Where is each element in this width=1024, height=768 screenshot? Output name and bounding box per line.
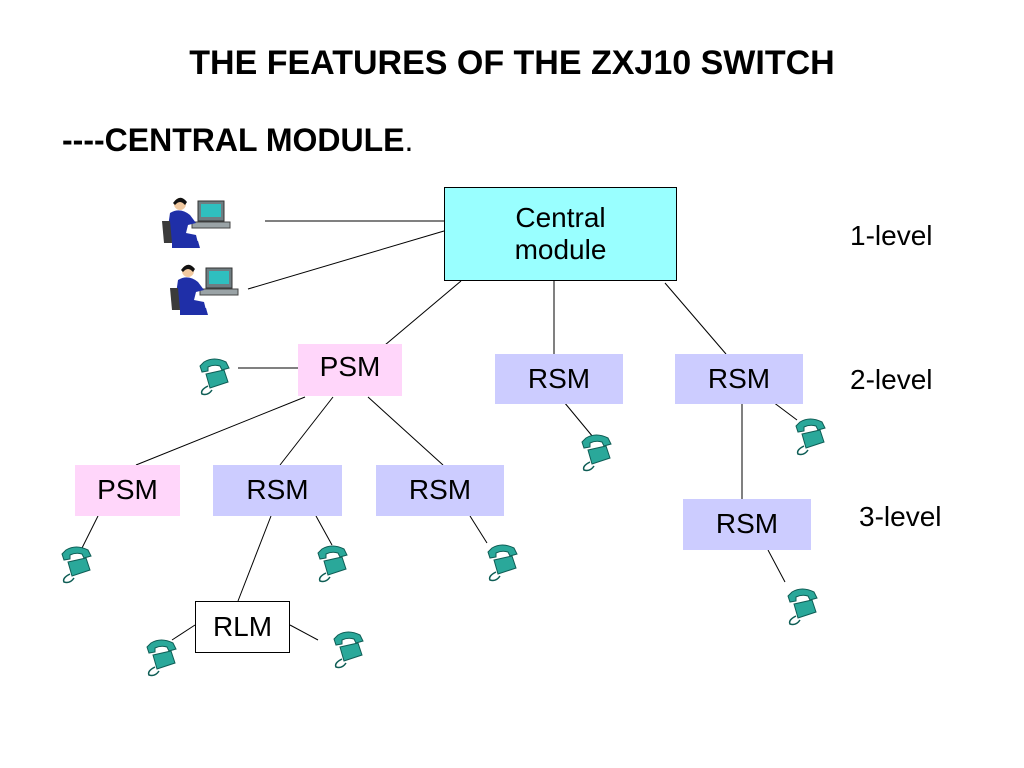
psm-level3-box: PSM <box>75 465 180 516</box>
rlm-box: RLM <box>195 601 290 653</box>
rsm-level3-a-label: RSM <box>246 474 309 506</box>
telephone-icon <box>795 418 826 456</box>
rsm-level2-middle-box: RSM <box>495 354 623 404</box>
telephone-icon <box>581 434 612 472</box>
line-rsm-mid-phone <box>563 401 594 438</box>
telephone-icon <box>333 631 364 669</box>
central-module-label-line2: module <box>514 234 607 265</box>
line-rlm-phone-left <box>171 624 196 641</box>
level-1-label: 1-level <box>850 220 933 251</box>
line-rsm3right-phone <box>767 549 786 583</box>
central-module-label-line1: Central <box>515 201 606 233</box>
line-psm3-phone <box>81 515 99 549</box>
rsm-level3-b-box: RSM <box>376 465 504 516</box>
line-central-rsm-right <box>664 282 727 355</box>
rlm-label: RLM <box>212 610 273 642</box>
subtitle-text: ----CENTRAL MODULE <box>62 122 405 158</box>
psm-level2-label: PSM <box>319 350 381 382</box>
operator-workstation-icon <box>162 197 231 248</box>
line-psm-rsm3b <box>367 396 444 466</box>
psm-level2-box: PSM <box>298 344 402 396</box>
line-rsm-right-phone <box>772 401 798 421</box>
telephone-icon <box>146 639 177 677</box>
line-operator2-central <box>247 230 445 290</box>
rsm-level2-right-label: RSM <box>707 362 771 394</box>
operator-workstation-icon <box>170 264 239 315</box>
line-rsm3b-phone <box>469 515 488 544</box>
slide-title: THE FEATURES OF THE ZXJ10 SWITCH <box>189 44 835 82</box>
psm-level3-label: PSM <box>97 474 158 506</box>
line-rsm3a-phone <box>315 515 333 546</box>
level-2-label: 2-level <box>850 364 933 395</box>
line-psm-psm3 <box>135 396 306 466</box>
line-rlm-phone-right <box>289 624 319 641</box>
telephone-icon <box>317 545 348 583</box>
central-module-box: Central module <box>444 187 677 281</box>
rsm-level3-b-label: RSM <box>408 474 472 506</box>
level-3-label: 3-level <box>859 501 942 532</box>
slide-subtitle: ----CENTRAL MODULE. <box>62 122 413 159</box>
rsm-level3-right-box: RSM <box>683 499 811 550</box>
line-central-psm <box>384 280 462 346</box>
subtitle-period: . <box>404 122 414 158</box>
rsm-level2-right-box: RSM <box>675 354 803 404</box>
rsm-level3-a-box: RSM <box>213 465 342 516</box>
line-rsm3a-rlm <box>237 515 272 602</box>
telephone-icon <box>787 588 818 626</box>
rsm-level2-middle-label: RSM <box>527 362 591 394</box>
line-psm-rsm3a <box>279 396 334 466</box>
rsm-level3-right-label: RSM <box>715 508 779 540</box>
telephone-icon <box>487 544 518 582</box>
telephone-icon <box>61 546 92 584</box>
telephone-icon <box>199 358 230 396</box>
